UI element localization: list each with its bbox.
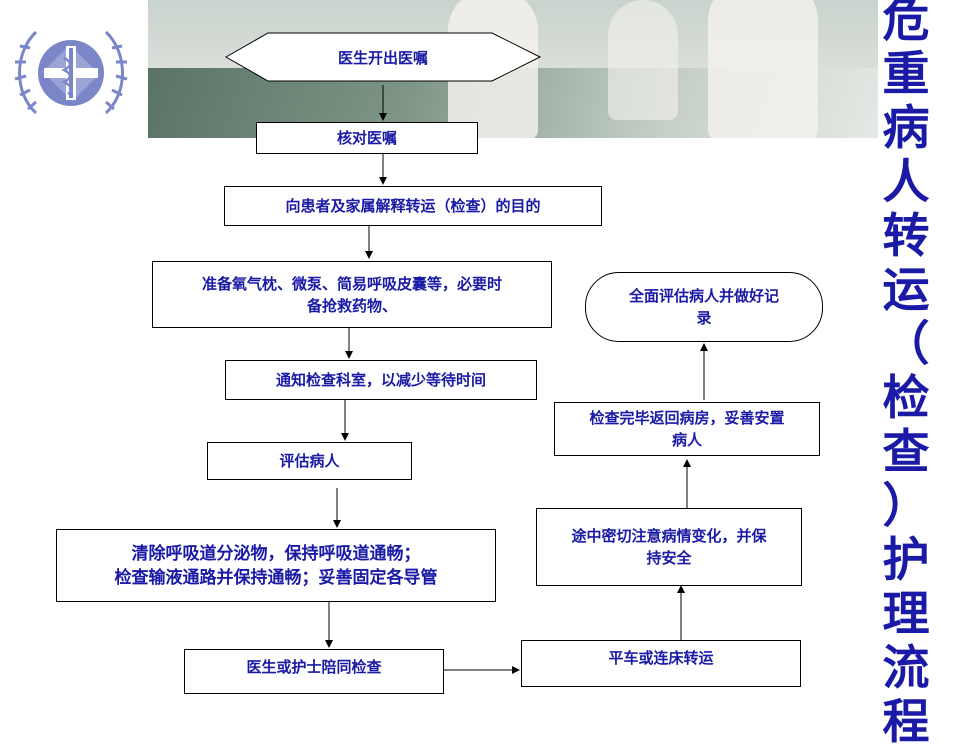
title-char: 检 <box>882 371 930 426</box>
node-explain-purpose: 向患者及家属解释转运（检查）的目的 <box>224 186 602 226</box>
node-label: 医生或护士陪同检查 <box>246 658 382 676</box>
node-label-line: 全面评估病人并做好记 <box>628 287 779 305</box>
node-label: 通知检查科室，以减少等待时间 <box>275 371 486 389</box>
node-escort: 医生或护士陪同检查 <box>184 649 444 694</box>
hexagon-start-node <box>224 32 542 82</box>
header-photo <box>148 0 878 138</box>
node-airway-lines: 清除呼吸道分泌物，保持呼吸道通畅； 检查输液通路并保持通畅；妥善固定各导管 <box>56 529 496 602</box>
title-char: 病 <box>882 101 930 156</box>
node-transport: 平车或连床转运 <box>521 640 801 687</box>
node-assess-patient: 评估病人 <box>207 442 412 480</box>
photo-figure <box>708 0 818 138</box>
title-char: 查 <box>882 425 930 480</box>
flow-connectors: 医生开出医嘱 <box>224 32 708 674</box>
node-label: 平车或连床转运 <box>608 649 714 667</box>
node-prepare-equipment: 准备氧气枕、微泵、简易呼吸皮囊等，必要时 备抢救药物、 <box>152 261 552 328</box>
title-char: 程 <box>882 695 930 750</box>
medical-emblem-icon <box>14 30 128 115</box>
node-label-line: 检查完毕返回病房，妥善安置 <box>589 409 785 427</box>
node-label-line: 检查输液通路并保持通畅；妥善固定各导管 <box>114 567 438 588</box>
title-char: 理 <box>882 587 930 642</box>
node-label: 评估病人 <box>279 452 340 470</box>
node-label-line: 录 <box>696 309 712 327</box>
title-char: 重 <box>882 47 930 102</box>
node-label: 向患者及家属解释转运（检查）的目的 <box>285 197 541 215</box>
node-label-line: 持安全 <box>646 549 692 567</box>
title-char: 流 <box>882 641 930 696</box>
node-return-ward: 检查完毕返回病房，妥善安置 病人 <box>554 402 820 456</box>
node-label-line: 途中密切注意病情变化，并保 <box>571 527 767 545</box>
node-monitor-en-route: 途中密切注意病情变化，并保 持安全 <box>536 508 802 586</box>
hexagon-label: 医生开出医嘱 <box>338 49 428 67</box>
node-label-line: 清除呼吸道分泌物，保持呼吸道通畅； <box>131 543 421 564</box>
node-notify-department: 通知检查科室，以减少等待时间 <box>225 360 537 400</box>
title-char: 运 <box>882 263 930 318</box>
node-label-line: 备抢救药物、 <box>306 296 397 315</box>
node-label: 核对医嘱 <box>336 129 397 147</box>
title-char: （ <box>882 317 930 372</box>
node-verify-order: 核对医嘱 <box>256 122 478 154</box>
title-char: 转 <box>882 209 930 264</box>
node-full-assessment: 全面评估病人并做好记 录 <box>585 272 823 342</box>
title-char: 人 <box>882 155 930 210</box>
photo-figure <box>608 0 678 120</box>
title-char: 危 <box>882 0 930 48</box>
title-char: ） <box>882 479 930 534</box>
node-label-line: 病人 <box>671 431 702 449</box>
vertical-title: 危 重 病 人 转 运 （ 检 查 ） 护 理 流 程 <box>876 0 936 750</box>
title-char: 护 <box>882 533 930 588</box>
node-label-line: 准备氧气枕、微泵、简易呼吸皮囊等，必要时 <box>201 274 502 293</box>
